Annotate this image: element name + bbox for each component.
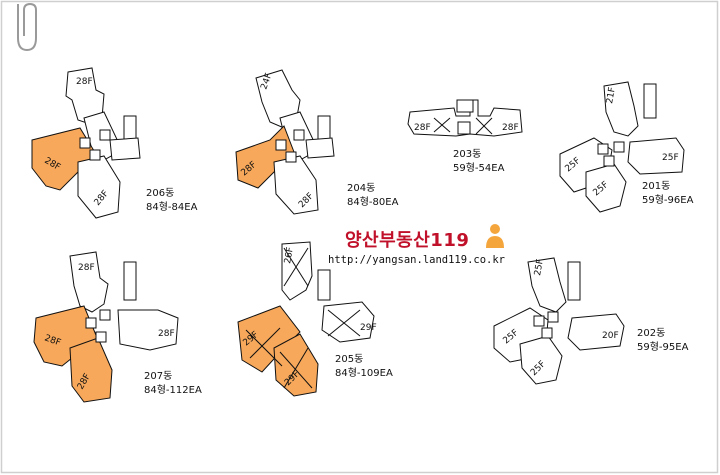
watermark: 양산부동산119 http://yangsan.land119.co.kr bbox=[328, 226, 505, 266]
floor-label: 28F bbox=[158, 329, 175, 339]
person-icon bbox=[486, 224, 504, 248]
building-204-plan bbox=[235, 69, 335, 215]
building-name: 207동 bbox=[144, 371, 173, 382]
building-name: 202동 bbox=[637, 328, 666, 339]
watermark-url: http://yangsan.land119.co.kr bbox=[328, 254, 506, 266]
building-204-info: 204동 84형-80EA bbox=[347, 182, 398, 210]
building-206-plan bbox=[31, 67, 141, 219]
building-203-plan bbox=[407, 99, 523, 137]
floor-label: 20F bbox=[602, 331, 619, 341]
building-203-floor-labels: 28F 28F bbox=[414, 123, 519, 133]
floor-label: 21F bbox=[605, 86, 618, 104]
watermark-title: 양산부동산119 bbox=[345, 230, 470, 251]
floor-label: 29F bbox=[360, 323, 377, 333]
building-spec: 84형-109EA bbox=[335, 368, 393, 379]
floor-label: 28F bbox=[78, 263, 95, 273]
building-spec: 84형-84EA bbox=[146, 202, 198, 213]
building-201-plan bbox=[559, 81, 685, 213]
building-205-plan bbox=[237, 241, 375, 397]
building-206-info: 206동 84형-84EA bbox=[146, 187, 197, 215]
floor-label: 28F bbox=[414, 123, 431, 133]
building-205-info: 205동 84형-109EA bbox=[335, 353, 393, 381]
building-name: 201동 bbox=[642, 181, 671, 192]
building-spec: 59형-96EA bbox=[642, 195, 694, 206]
floor-label: 25F bbox=[533, 258, 546, 276]
floor-label: 25F bbox=[662, 153, 679, 163]
building-203-info: 203동 59형-54EA bbox=[453, 148, 504, 176]
floor-label: 28F bbox=[76, 77, 93, 87]
floor-label: 26F bbox=[283, 246, 296, 264]
building-spec: 59형-54EA bbox=[453, 163, 505, 174]
building-207-info: 207동 84형-112EA bbox=[144, 370, 202, 398]
building-202-plan bbox=[493, 257, 625, 385]
building-name: 206동 bbox=[146, 188, 175, 199]
building-name: 204동 bbox=[347, 183, 376, 194]
building-name: 205동 bbox=[335, 354, 364, 365]
floor-label: 28F bbox=[502, 123, 519, 133]
building-207-plan bbox=[33, 251, 179, 403]
building-name: 203동 bbox=[453, 149, 482, 160]
building-201-info: 201동 59형-96EA bbox=[642, 180, 693, 208]
paperclip-icon bbox=[17, 2, 37, 52]
building-spec: 84형-112EA bbox=[144, 385, 202, 396]
building-202-info: 202동 59형-95EA bbox=[637, 327, 688, 355]
building-spec: 84형-80EA bbox=[347, 197, 399, 208]
building-spec: 59형-95EA bbox=[637, 342, 689, 353]
